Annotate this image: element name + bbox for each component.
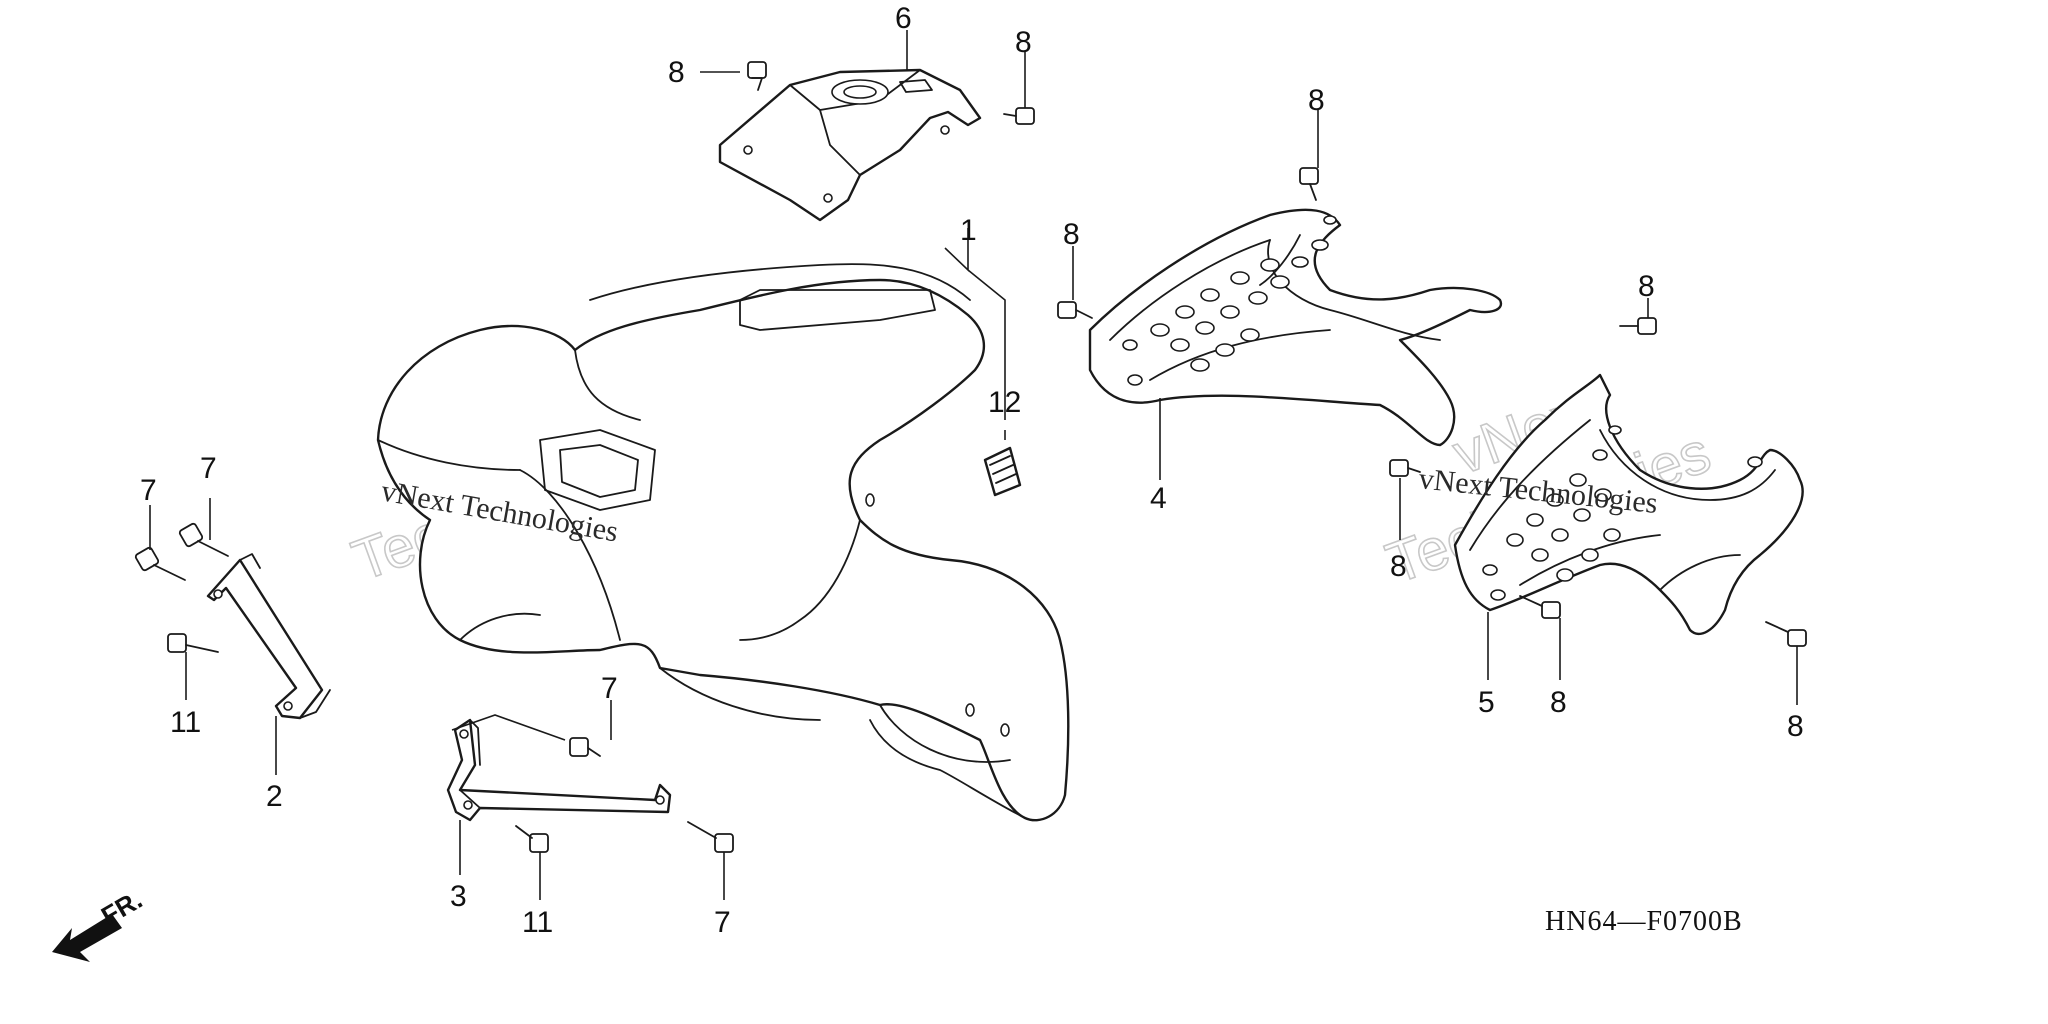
label-part-12 <box>983 446 1022 497</box>
callout-6: 6 <box>895 2 912 35</box>
clip-8-d <box>1299 167 1319 201</box>
callout-8: 8 <box>1063 218 1080 251</box>
mud-guard-right <box>1453 373 1804 636</box>
callout-11: 11 <box>522 906 553 939</box>
diagram-code: HN64—F0700B <box>1545 906 1743 937</box>
callout-7: 7 <box>714 906 731 939</box>
clip-8-g <box>1519 595 1561 619</box>
callout-7: 7 <box>200 452 217 485</box>
bolt-7-d <box>687 821 734 853</box>
front-direction-arrow: FR. <box>52 884 147 962</box>
callout-12: 12 <box>988 386 1021 419</box>
clip-8-c <box>1057 301 1093 319</box>
callout-11: 11 <box>170 706 201 739</box>
clip-8-b <box>1003 107 1035 125</box>
callout-4: 4 <box>1150 482 1167 515</box>
leader-lines <box>149 30 1798 900</box>
callout-2: 2 <box>266 780 283 813</box>
bolt-7-c <box>569 737 601 757</box>
bolt-7-a <box>134 546 186 581</box>
clip-8-h <box>1765 621 1807 647</box>
bolt-7-b <box>178 522 229 557</box>
callout-8: 8 <box>1787 710 1804 743</box>
stay-part-3 <box>446 718 672 822</box>
clip-8-e <box>1389 459 1421 477</box>
fuel-tank-cover <box>718 68 982 222</box>
bolt-11-a <box>167 633 219 653</box>
callout-8: 8 <box>1015 26 1032 59</box>
clip-8-a <box>747 61 767 91</box>
callout-8: 8 <box>1390 550 1407 583</box>
bolt-11-b <box>515 825 549 853</box>
callout-7: 7 <box>601 672 618 705</box>
callout-3: 3 <box>450 880 467 913</box>
callout-5: 5 <box>1478 686 1495 719</box>
callout-8: 8 <box>1638 270 1655 303</box>
stay-part-2 <box>206 553 331 720</box>
front-fender <box>376 263 1070 822</box>
mud-guard-left <box>1088 208 1503 447</box>
clip-8-f <box>1619 317 1657 335</box>
callout-8: 8 <box>1308 84 1325 117</box>
callout-8: 8 <box>668 56 685 89</box>
callout-8: 8 <box>1550 686 1567 719</box>
callout-1: 1 <box>960 214 977 247</box>
callout-7: 7 <box>140 474 157 507</box>
